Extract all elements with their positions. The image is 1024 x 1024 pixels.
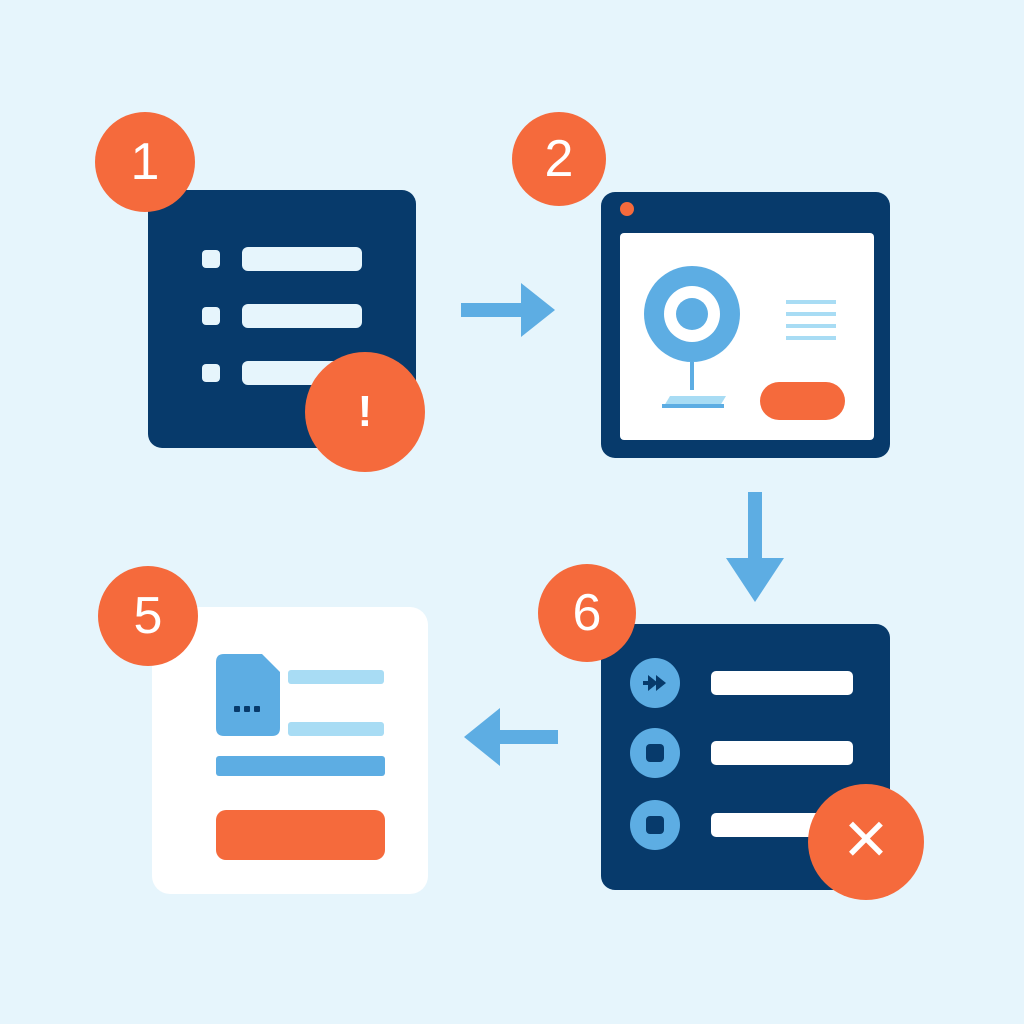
step-2-text-line-4 (786, 336, 836, 340)
step-2-number-badge: 2 (512, 112, 606, 206)
error-badge-icon: × (808, 784, 924, 900)
step-2-text-line-1 (786, 300, 836, 304)
step-6-row-1-bar (711, 671, 853, 695)
step-6-row-3-bar (711, 813, 821, 837)
step-5-number-badge: 5 (98, 566, 198, 666)
step-2-text-line-2 (786, 312, 836, 316)
document-icon (216, 654, 280, 736)
step-5-number: 5 (133, 587, 163, 645)
step-6-row-1-icon (630, 658, 680, 708)
step-5-text-line-1 (288, 670, 384, 684)
step-1-row-1-bar (242, 247, 362, 271)
forward-icon (643, 675, 666, 691)
warning-badge-icon: ! (305, 352, 425, 472)
arrow-right-icon (461, 283, 555, 337)
step-1-number-badge: 1 (95, 112, 195, 212)
step-5-text-line-2 (288, 722, 384, 736)
arrow-down-icon (726, 492, 784, 602)
stop-icon (646, 816, 664, 834)
step-2-number: 2 (544, 130, 574, 188)
window-control-dot-icon (620, 202, 634, 216)
step-1-row-1-marker (202, 250, 220, 268)
step-2-text-line-3 (786, 324, 836, 328)
step-5-submit-button[interactable] (216, 810, 385, 860)
step-2-action-button[interactable] (760, 382, 845, 420)
step-5-text-line-3 (216, 756, 385, 776)
step-1-row-2-bar (242, 304, 362, 328)
stop-icon (646, 744, 664, 762)
step-6-row-2-bar (711, 741, 853, 765)
step-6-number: 6 (572, 584, 602, 642)
webcam-icon (644, 266, 740, 408)
step-1-number: 1 (130, 133, 160, 191)
error-glyph: × (843, 796, 889, 881)
arrow-left-icon (464, 708, 558, 766)
step-1-row-2-marker (202, 307, 220, 325)
step-6-number-badge: 6 (538, 564, 636, 662)
step-1-row-3-marker (202, 364, 220, 382)
warning-glyph: ! (357, 387, 373, 436)
